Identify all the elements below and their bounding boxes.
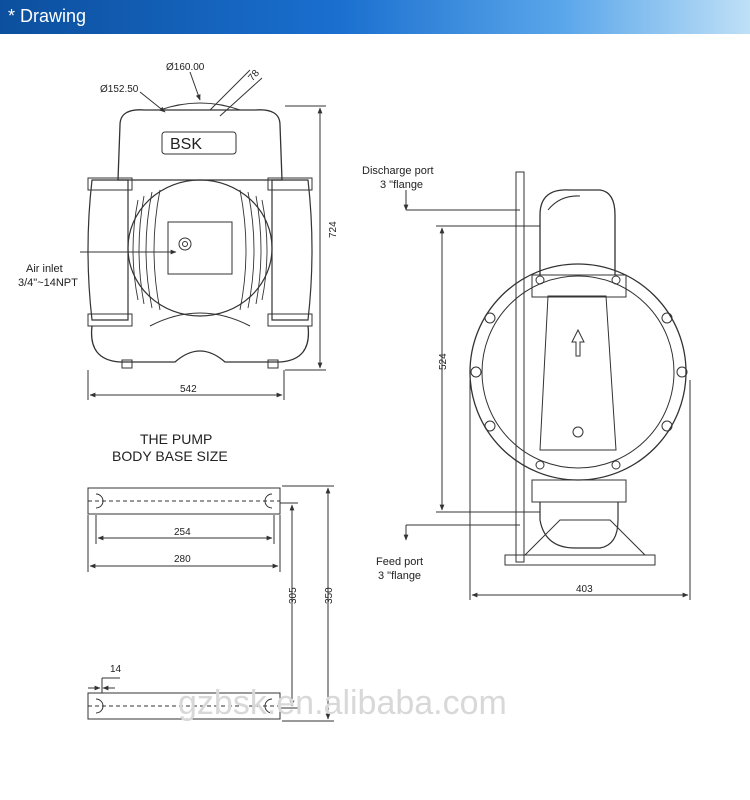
dim-side-width: 403: [576, 584, 593, 595]
dim-base-outer-width: 280: [174, 554, 191, 565]
dim-base-inner-width: 254: [174, 527, 191, 538]
feed-port-label: Feed port: [376, 556, 423, 568]
discharge-port-spec: 3 "flange: [380, 179, 423, 191]
dim-front-width: 542: [180, 384, 197, 395]
watermark-text: gzbsk.en.alibaba.com: [178, 684, 507, 722]
dim-diameter-inner: Ø152.50: [100, 84, 139, 95]
side-view: [403, 171, 691, 600]
dim-base-inner-height: 305: [288, 587, 299, 604]
air-inlet-label: Air inlet: [26, 263, 63, 275]
base-title-line2: BODY BASE SIZE: [112, 448, 228, 464]
dim-base-thickness: 14: [110, 664, 122, 675]
dim-side-height: 524: [438, 353, 449, 370]
discharge-port-label: Discharge port: [362, 165, 434, 177]
base-plan: [87, 485, 334, 722]
brand-logo-text: BSK: [170, 136, 202, 153]
air-inlet-spec: 3/4"~14NPT: [18, 277, 78, 289]
dim-diameter-top: Ø160.00: [166, 62, 205, 73]
feed-port-spec: 3 "flange: [378, 570, 421, 582]
dim-front-height: 724: [328, 221, 339, 238]
dim-base-outer-height: 350: [324, 587, 335, 604]
dim-angle: 78: [246, 68, 262, 84]
front-view: [80, 69, 326, 400]
page-title: * Drawing: [8, 6, 87, 26]
base-title-line1: THE PUMP: [140, 431, 212, 447]
header-bar: * Drawing: [0, 0, 750, 34]
